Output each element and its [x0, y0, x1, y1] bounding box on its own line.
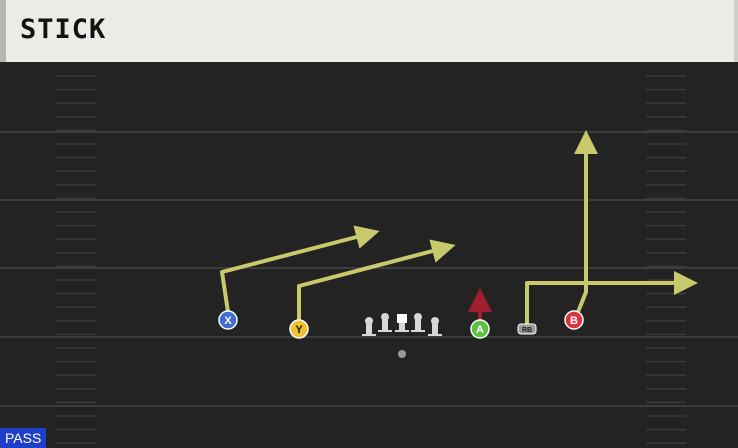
route-x — [220, 225, 380, 314]
player-y-icon — [289, 319, 309, 339]
player-x-label: X — [224, 315, 232, 327]
header-edge — [734, 0, 738, 62]
routes — [220, 130, 698, 326]
header-accent — [0, 0, 6, 62]
offensive-line — [362, 313, 442, 336]
lineman-icon — [411, 313, 425, 332]
player-b[interactable]: B — [564, 310, 584, 330]
play-type-badge: PASS — [0, 428, 47, 448]
lineman-icon — [362, 317, 376, 336]
player-y-label: Y — [295, 324, 303, 336]
player-y[interactable]: Y — [289, 319, 309, 339]
player-a-icon — [470, 319, 490, 339]
player-b-label: B — [570, 315, 578, 327]
player-b-icon — [564, 310, 584, 330]
player-x-icon — [218, 310, 238, 330]
lineman-icon — [428, 317, 442, 336]
route-b — [574, 130, 598, 314]
player-rb-icon — [517, 323, 537, 335]
play-header: STICK — [0, 0, 738, 62]
player-a-label: A — [476, 324, 484, 336]
player-rb[interactable]: RB — [517, 323, 537, 335]
quarterback-marker — [398, 350, 406, 358]
route-y — [297, 239, 456, 322]
hash-marks — [56, 75, 686, 444]
field-turf — [0, 62, 738, 448]
player-x[interactable]: X — [218, 310, 238, 330]
player-rb-label: RB — [522, 327, 532, 334]
lineman-icon — [378, 313, 392, 332]
center-icon — [395, 314, 409, 332]
player-a[interactable]: A — [470, 319, 490, 339]
football-field: X Y A RB B — [0, 62, 738, 448]
play-title: STICK — [20, 14, 107, 45]
route-rb — [525, 271, 698, 326]
